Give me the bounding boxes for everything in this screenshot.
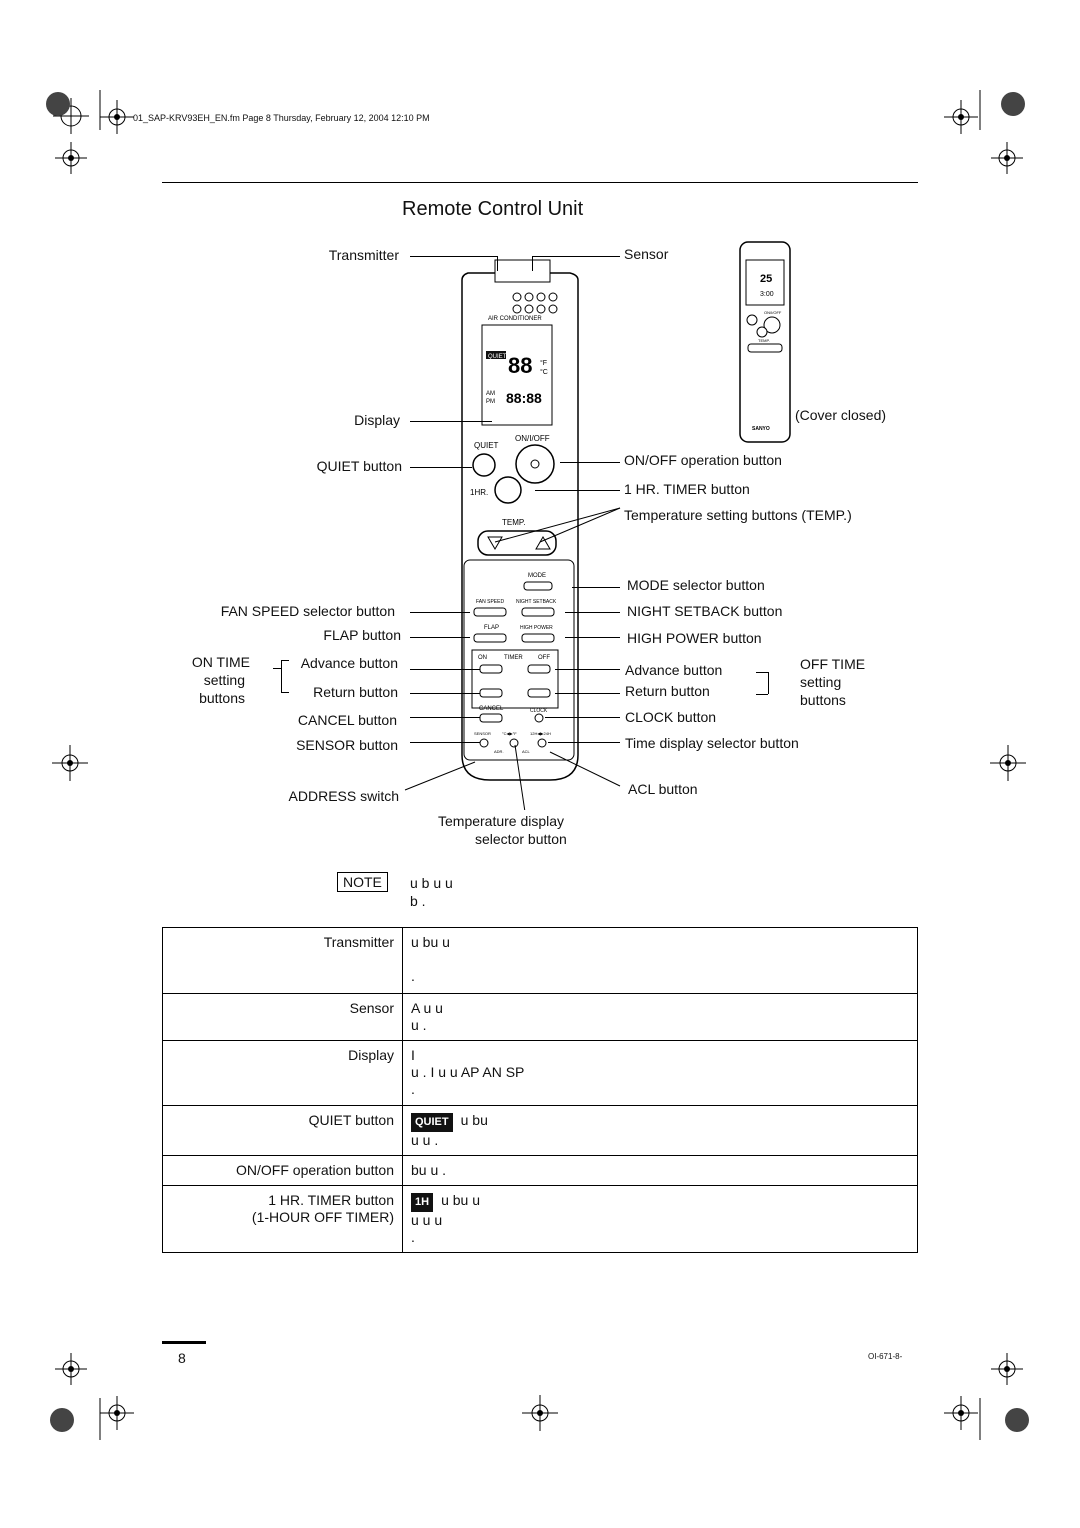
label-sensor-button: SENSOR button [296,737,398,753]
svg-text:SANYO: SANYO [752,426,770,432]
label-address: ADDRESS switch [288,788,399,804]
svg-text:SENSOR: SENSOR [474,731,491,736]
label-sensor: Sensor [624,246,669,262]
temp-display-button[interactable] [509,738,519,748]
svg-text:FAN SPEED: FAN SPEED [476,599,504,605]
svg-text:QUIET: QUIET [488,354,507,360]
brand-strip: AIR CONDITIONER [488,316,542,322]
label-temp-buttons: Temperature setting buttons (TEMP.) [624,507,852,523]
label-on-time: ON TIME [191,654,250,670]
svg-text:PM: PM [486,399,495,405]
label-cancel: CANCEL button [297,712,397,728]
clock-button[interactable] [534,713,544,723]
label-clock: CLOCK button [625,709,717,725]
svg-text:MODE: MODE [528,573,546,579]
label-mode-selector: MODE selector button [627,577,765,593]
label-fan-speed: FAN SPEED selector button [220,603,395,619]
display-temp: 88 [508,353,532,378]
off-return-button[interactable] [527,688,551,698]
file-header: 01_SAP-KRV93EH_EN.fm Page 8 Thursday, Fe… [133,113,430,123]
svg-text:ON/I/OFF: ON/I/OFF [764,310,782,315]
night-setback-button[interactable] [521,607,555,617]
label-quiet-button: QUIET button [316,458,402,474]
label-onoff-button: ON/OFF operation button [624,452,782,468]
svg-text:NIGHT SETBACK: NIGHT SETBACK [516,599,557,605]
label-off-time: OFF TIME [800,656,866,672]
svg-text:TEMP.: TEMP. [758,338,770,343]
sensor-button[interactable] [479,738,489,748]
svg-text:°F: °F [540,359,547,367]
svg-text:ON: ON [478,655,487,661]
svg-text:°C: °C [540,368,548,376]
label-display: Display [354,412,400,428]
svg-text:12H◀▶24H: 12H◀▶24H [530,731,551,736]
label-advance-left: Advance button [300,655,398,671]
label-cover-closed: (Cover closed) [795,407,887,423]
cancel-button[interactable] [479,713,503,723]
svg-text:ON/I/OFF: ON/I/OFF [515,434,550,443]
display-clock: 88:88 [506,390,542,406]
doc-code: OI-671-8- [868,1352,903,1361]
on-return-button[interactable] [479,688,503,698]
remote-illustration: AIR CONDITIONER QUIET 88 °F °C AM PM 88:… [461,259,579,781]
label-return-right: Return button [625,683,710,699]
page-number-bar [162,1341,206,1344]
label-temp-display-1: Temperature display [438,813,565,829]
svg-text:CANCEL: CANCEL [479,706,504,712]
svg-text:QUIET: QUIET [474,441,499,450]
label-transmitter: Transmitter [328,247,399,263]
note-text: u b u u b . [410,875,453,909]
quiet-badge: QUIET [411,1113,453,1132]
note-label: NOTE [337,872,388,892]
onoff-button[interactable] [515,444,555,484]
svg-text:25: 25 [760,273,772,285]
svg-text:3:00: 3:00 [760,291,774,298]
flap-button[interactable] [473,633,507,643]
svg-text:HIGH POWER: HIGH POWER [520,625,553,631]
svg-text:°C◀▶°F: °C◀▶°F [502,731,517,736]
label-advance-right: Advance button [625,662,723,678]
label-one-hr-timer: 1 HR. TIMER button [624,481,750,497]
label-acl: ACL button [628,781,698,797]
one-hr-badge: 1H [411,1193,434,1212]
label-time-display: Time display selector button [625,735,799,751]
page-number: 8 [178,1350,186,1366]
svg-text:TIMER: TIMER [504,655,523,661]
label-temp-display-2: selector button [475,831,567,847]
fan-speed-button[interactable] [473,607,507,617]
page-title: Remote Control Unit [402,198,584,220]
label-flap: FLAP button [323,627,401,643]
table-row: Transmitter u bu u. [162,927,918,994]
svg-text:TEMP.: TEMP. [502,518,525,527]
label-high-power: HIGH POWER button [627,630,762,646]
off-advance-button[interactable] [527,664,551,674]
one-hr-button[interactable] [494,476,522,504]
svg-text:AM: AM [486,391,495,397]
small-remote-illustration: 25 3:00 ON/I/OFF TEMP. SANYO [739,241,791,443]
header-rule [162,182,918,183]
callout-diagonals [404,507,621,810]
svg-text:ADR.: ADR. [494,749,504,754]
mode-button[interactable] [523,581,553,591]
label-night-setback: NIGHT SETBACK button [627,603,783,619]
on-advance-button[interactable] [479,664,503,674]
svg-text:FLAP: FLAP [484,625,499,631]
time-display-button[interactable] [537,738,547,748]
high-power-button[interactable] [521,633,555,643]
quiet-button[interactable] [472,453,496,477]
svg-text:CLOCK: CLOCK [530,708,548,714]
svg-text:ACL: ACL [522,749,531,754]
svg-text:OFF: OFF [538,655,550,661]
label-return-left: Return button [313,684,398,700]
table-row: ON/OFF operation button bu u . [162,1155,918,1186]
svg-text:1HR.: 1HR. [470,488,488,497]
